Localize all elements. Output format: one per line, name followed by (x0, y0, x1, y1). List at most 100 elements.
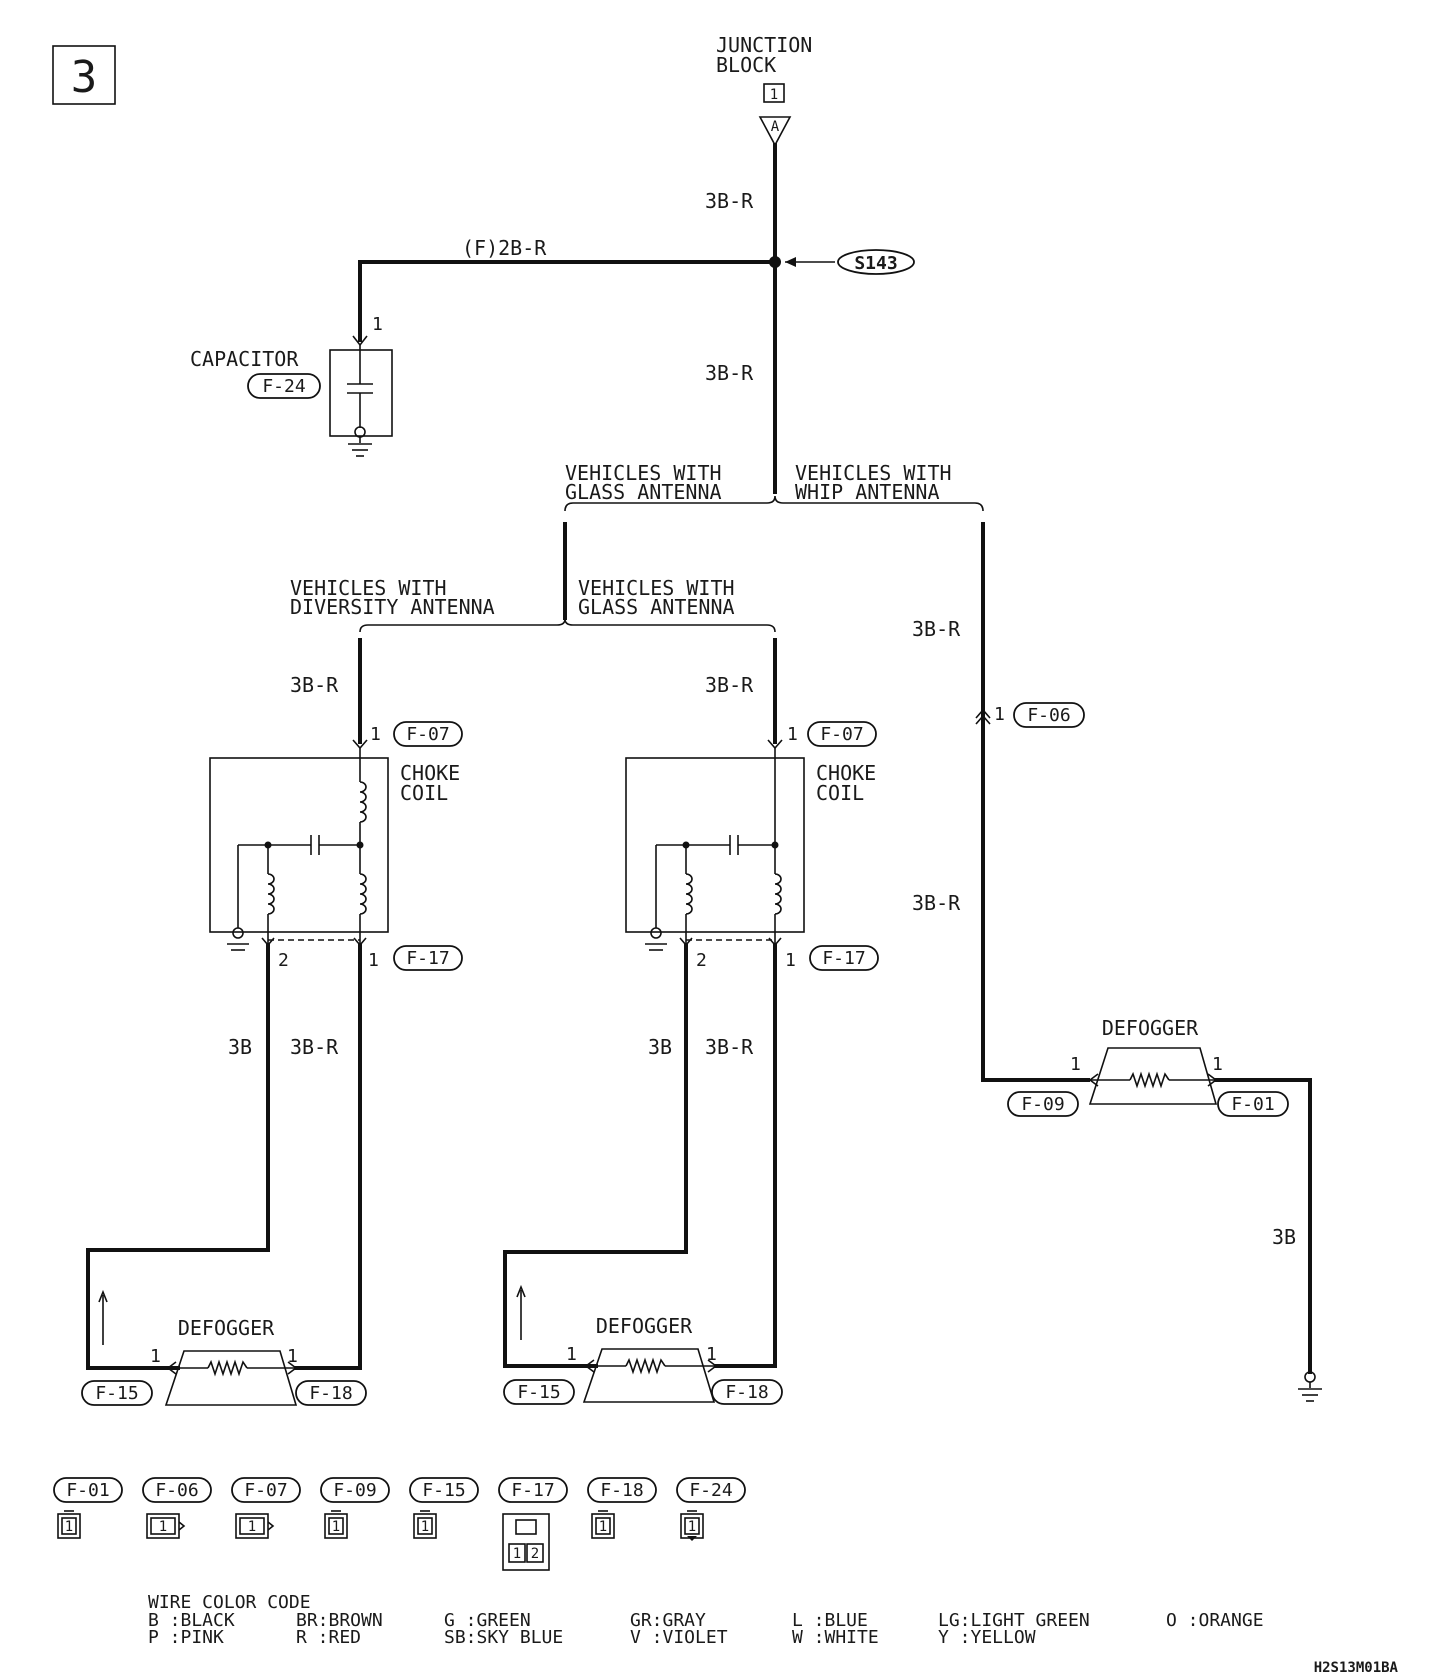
glass-defogger: DEFOGGER 1 1 F-15 F-18 (503, 1314, 783, 1405)
glass-choke-pin-gnd: 2 (696, 950, 707, 971)
capacitor: 1 CAPACITOR F-24 (190, 314, 393, 457)
junction-block-terminal: A (771, 119, 780, 135)
splice-id: S143 (854, 253, 897, 274)
diversity-choke-conn-in-pill (393, 721, 463, 747)
diagram-code: H2S13M01BA (1314, 1660, 1399, 1676)
diversity-output-wire (294, 943, 362, 1370)
wire-label-glass-feed: 3B-R (705, 673, 754, 697)
branch-bracket-1: VEHICLES WITH GLASS ANTENNA VEHICLES WIT… (564, 461, 984, 512)
splice-callout: S143 (785, 249, 915, 275)
connector-view-pin-f-09-1: 1 (332, 1519, 340, 1535)
branch-whip-line2: WHIP ANTENNA (795, 480, 940, 504)
whip-ground-wire (1214, 1078, 1312, 1374)
wire-label-div-out: 3B-R (290, 1035, 339, 1059)
connector-view-pin-f-07-1: 1 (248, 1519, 256, 1535)
junction-block-label-2: BLOCK (716, 53, 776, 77)
diversity-choke-pin-in: 1 (370, 724, 381, 745)
wire-label-div-gnd: 3B (228, 1035, 252, 1059)
whip-defogger-pin-right: 1 (1212, 1054, 1223, 1075)
connector-view-label-f-06: F-06 (155, 1480, 198, 1501)
color-code-lg: LG:LIGHT GREEN (938, 1610, 1090, 1631)
wire-label-whip-lower: 3B-R (912, 891, 961, 915)
connector-view-pin-f-24-1: 1 (688, 1519, 696, 1535)
connector-view-label-f-18: F-18 (600, 1480, 643, 1501)
diversity-choke-label-1: CHOKE (400, 761, 460, 785)
diversity-flow-arrow-icon (98, 1289, 108, 1345)
color-code-o: O :ORANGE (1166, 1610, 1264, 1631)
glass-choke-label-2: COIL (816, 781, 864, 805)
glass-choke-pin-out: 1 (785, 950, 796, 971)
branch-glass2-line1: VEHICLES WITH (578, 576, 735, 600)
glass-choke-label-1: CHOKE (816, 761, 876, 785)
diversity-defogger-conn-right: F-18 (309, 1383, 352, 1404)
connector-view-label-f-07: F-07 (244, 1480, 287, 1501)
diversity-defogger-label: DEFOGGER (178, 1316, 275, 1340)
connector-view-label-f-01: F-01 (66, 1480, 109, 1501)
glass-defogger-conn-right-pill (711, 1379, 783, 1405)
diversity-choke-pin-gnd: 2 (278, 950, 289, 971)
branch-glass-line1: VEHICLES WITH (565, 461, 722, 485)
glass-choke-pin-in: 1 (787, 724, 798, 745)
connector-view-f-15: F-151 (409, 1477, 479, 1539)
whip-defogger-conn-left: F-09 (1021, 1094, 1064, 1115)
whip-defogger-pin-left: 1 (1070, 1054, 1081, 1075)
glass-choke-conn-out: F-17 (822, 948, 865, 969)
junction-block: JUNCTION BLOCK 1 A (716, 33, 812, 147)
glass-choke-conn-in-pill (807, 721, 877, 747)
diversity-choke-coil: 1 F-07 CHOKE COIL 2 1 F-17 (209, 721, 463, 971)
branch-diversity-line2: DIVERSITY ANTENNA (290, 595, 495, 619)
whip-defogger: DEFOGGER 1 1 F-09 F-01 (1007, 1016, 1289, 1117)
color-code-g: G :GREEN (444, 1610, 531, 1631)
connector-view-label-f-24: F-24 (689, 1480, 732, 1501)
glass-defogger-label: DEFOGGER (596, 1314, 693, 1338)
connector-view-pin-f-06-1: 1 (159, 1519, 167, 1535)
diversity-choke-conn-in: F-07 (406, 724, 449, 745)
wire-label-main-mid: 3B-R (705, 361, 754, 385)
glass-defogger-pin-left: 1 (566, 1344, 577, 1365)
whip-defogger-conn-right-pill (1217, 1091, 1289, 1117)
branch-bracket-2: VEHICLES WITH DIVERSITY ANTENNA VEHICLES… (290, 576, 776, 633)
glass-defogger-pin-right: 1 (706, 1344, 717, 1365)
color-code-sb: SB:SKY BLUE (444, 1627, 563, 1648)
branch-glass2-line2: GLASS ANTENNA (578, 595, 735, 619)
connector-view-f-07: F-07 1 (231, 1477, 301, 1539)
wire-label-div-feed: 3B-R (290, 673, 339, 697)
glass-choke-conn-in: F-07 (820, 724, 863, 745)
glass-choke-conn-out-pill (809, 945, 879, 971)
diversity-defogger: DEFOGGER 1 1 F-15 F-18 (81, 1316, 367, 1406)
diversity-defogger-pin-left: 1 (150, 1346, 161, 1367)
diversity-defogger-pin-right: 1 (287, 1346, 298, 1367)
glass-ground-wire (503, 943, 688, 1368)
color-code-v: V :VIOLET (630, 1627, 728, 1648)
color-code-br: BR:BROWN (296, 1610, 383, 1631)
glass-flow-arrow-icon (516, 1284, 526, 1340)
diversity-choke-pin-out: 1 (368, 950, 379, 971)
glass-defogger-conn-left: F-15 (517, 1382, 560, 1403)
connector-view-f-18: F-18 1 (587, 1477, 657, 1539)
diversity-choke-label-2: COIL (400, 781, 448, 805)
wire-label-glass-gnd: 3B (648, 1035, 672, 1059)
wire-label-whip-gnd: 3B (1272, 1225, 1296, 1249)
page-number: 3 (71, 52, 98, 103)
connector-view-pin-f-17-2: 2 (531, 1546, 539, 1562)
connector-view-pin-f-18-1: 1 (599, 1519, 607, 1535)
color-code-w: W :WHITE (792, 1627, 879, 1648)
whip-connector-f06: 1 F-06 (975, 702, 1085, 728)
connector-view-f-06: F-06 1 (142, 1477, 212, 1539)
connector-view-label-f-09: F-09 (333, 1480, 376, 1501)
capacitor-pin: 1 (372, 314, 383, 335)
color-code-r: R :RED (296, 1627, 361, 1648)
whip-conn-in: F-06 (1027, 705, 1070, 726)
glass-defogger-conn-right: F-18 (725, 1382, 768, 1403)
branch-glass-line2: GLASS ANTENNA (565, 480, 722, 504)
color-code-l: L :BLUE (792, 1610, 868, 1631)
whip-conn-in-pill (1013, 702, 1085, 728)
diversity-choke-conn-out: F-17 (406, 948, 449, 969)
connector-view-pin-f-15-1: 1 (421, 1519, 429, 1535)
whip-antenna-wire (981, 522, 1090, 1082)
wire-label-main-top: 3B-R (705, 189, 754, 213)
junction-block-connector: 1 (770, 87, 778, 103)
capacitor-feed-wire (358, 260, 777, 342)
connector-view-f-09: F-09 1 (320, 1477, 390, 1539)
